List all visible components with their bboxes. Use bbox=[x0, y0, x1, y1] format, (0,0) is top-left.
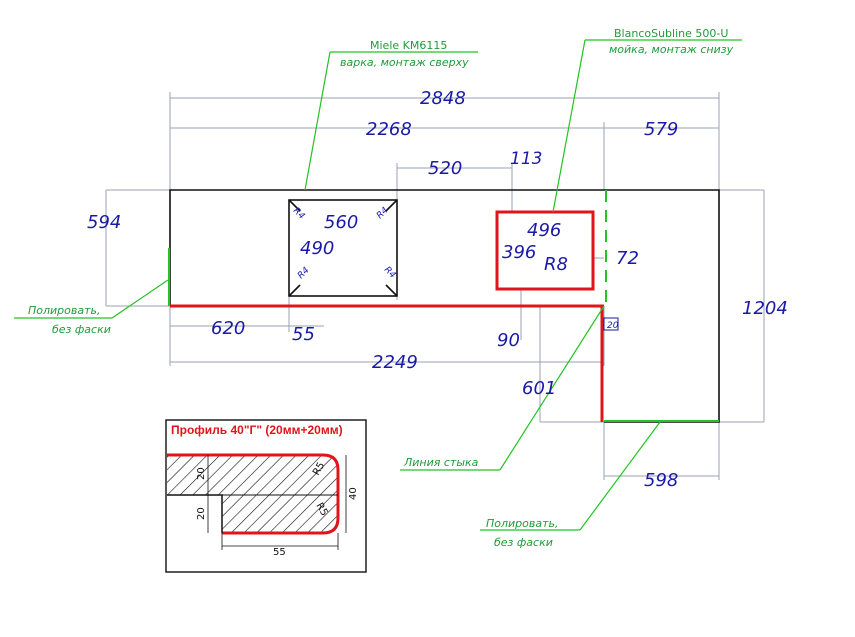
dim-1204: 1204 bbox=[742, 298, 788, 319]
dim-90: 90 bbox=[497, 330, 520, 351]
polish-left-note-1: Полировать, bbox=[28, 304, 101, 317]
profile-dim-55: 55 bbox=[273, 547, 286, 558]
hob-mount-note: варка, монтаж сверху bbox=[340, 56, 469, 69]
dim-594: 594 bbox=[87, 212, 121, 233]
profile-dim-left-20: 20 bbox=[196, 507, 207, 520]
hob-model-note: Miele KM6115 bbox=[370, 39, 447, 52]
dim-sink-width: 496 bbox=[527, 220, 561, 241]
polish-lines bbox=[168, 190, 719, 422]
dimension-labels: 2848 2268 579 520 113 594 560 490 496 39… bbox=[87, 88, 788, 491]
dim-72: 72 bbox=[616, 248, 639, 269]
hob-cutout bbox=[288, 199, 398, 297]
dim-620: 620 bbox=[211, 318, 245, 339]
dim-598: 598 bbox=[644, 470, 678, 491]
hob-corner-markers bbox=[288, 199, 398, 297]
hob-radius-br: R4 bbox=[382, 265, 398, 281]
dim-20: 20 bbox=[607, 321, 619, 331]
dim-hob-width: 560 bbox=[324, 212, 358, 233]
polish-left-note-2: без фаски bbox=[52, 323, 111, 336]
profile-dim-40: 40 bbox=[348, 487, 359, 500]
dim-sink-depth: 396 bbox=[502, 242, 536, 263]
profile-title: Профиль 40"Г" (20мм+20мм) bbox=[171, 423, 343, 437]
dim-sink-radius: R8 bbox=[544, 254, 568, 275]
dimension-lines bbox=[105, 92, 765, 480]
hob-radius-tl: R4 bbox=[291, 206, 307, 222]
dim-2268: 2268 bbox=[366, 119, 412, 140]
profile-inset: Профиль 40"Г" (20мм+20мм) 20 20 40 55 R5… bbox=[165, 419, 367, 573]
dim-2249: 2249 bbox=[372, 352, 418, 373]
dim-2848: 2848 bbox=[420, 88, 466, 109]
dim-hob-depth: 490 bbox=[300, 238, 334, 259]
joint-line-note: Линия стыка bbox=[403, 456, 479, 469]
dim-601: 601 bbox=[522, 378, 556, 399]
polish-bottom-note-1: Полировать, bbox=[486, 517, 559, 530]
profile-dim-top-20: 20 bbox=[196, 467, 207, 480]
sink-cutout bbox=[495, 210, 595, 291]
dim-520: 520 bbox=[428, 158, 462, 179]
polish-bottom-note-2: без фаски bbox=[494, 536, 553, 549]
dim-55: 55 bbox=[292, 324, 315, 345]
sink-mount-note: мойка, монтаж снизу bbox=[609, 43, 734, 56]
dim-113: 113 bbox=[510, 149, 542, 169]
note-leaders bbox=[14, 39, 742, 531]
hob-radius-bl: R4 bbox=[296, 265, 312, 281]
notes: Miele KM6115 варка, монтаж сверху Blanco… bbox=[28, 27, 734, 549]
sink-model-note: BlancoSubline 500-U bbox=[614, 27, 728, 40]
dim-579: 579 bbox=[644, 119, 678, 140]
red-edges bbox=[170, 304, 604, 422]
joint-mark bbox=[603, 317, 619, 331]
